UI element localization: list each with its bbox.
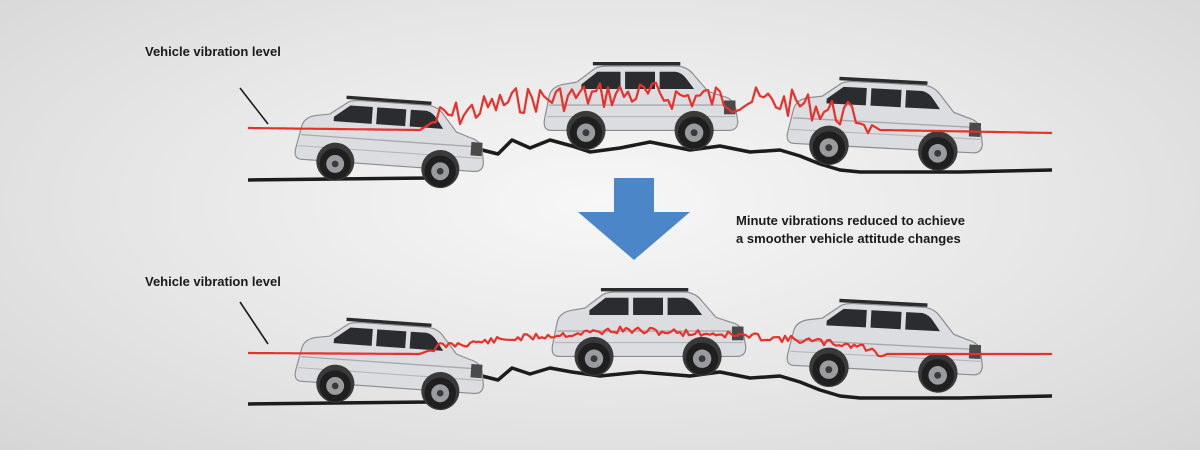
bottom-vibration-label: Vehicle vibration level bbox=[145, 274, 281, 289]
bottom-vehicle-2-suv-icon bbox=[550, 287, 748, 378]
top-vehicle-3-suv-icon bbox=[783, 74, 988, 175]
top-vibration-line bbox=[248, 81, 1053, 135]
down-arrow-icon bbox=[578, 178, 690, 260]
bottom-vehicle-1-suv-icon bbox=[291, 314, 490, 415]
caption-text: Minute vibrations reduced to achieve a s… bbox=[736, 212, 965, 248]
caption-line-2: a smoother vehicle attitude changes bbox=[736, 231, 961, 246]
top-vibration-label: Vehicle vibration level bbox=[145, 44, 281, 59]
top-vehicle-2-suv-icon bbox=[542, 61, 740, 152]
bottom-vibration-line bbox=[248, 325, 1052, 358]
bottom-vehicle-3-suv-icon bbox=[783, 296, 988, 397]
top-label-pointer bbox=[239, 87, 269, 125]
bottom-label-pointer bbox=[239, 301, 269, 345]
caption-line-1: Minute vibrations reduced to achieve bbox=[736, 213, 965, 228]
